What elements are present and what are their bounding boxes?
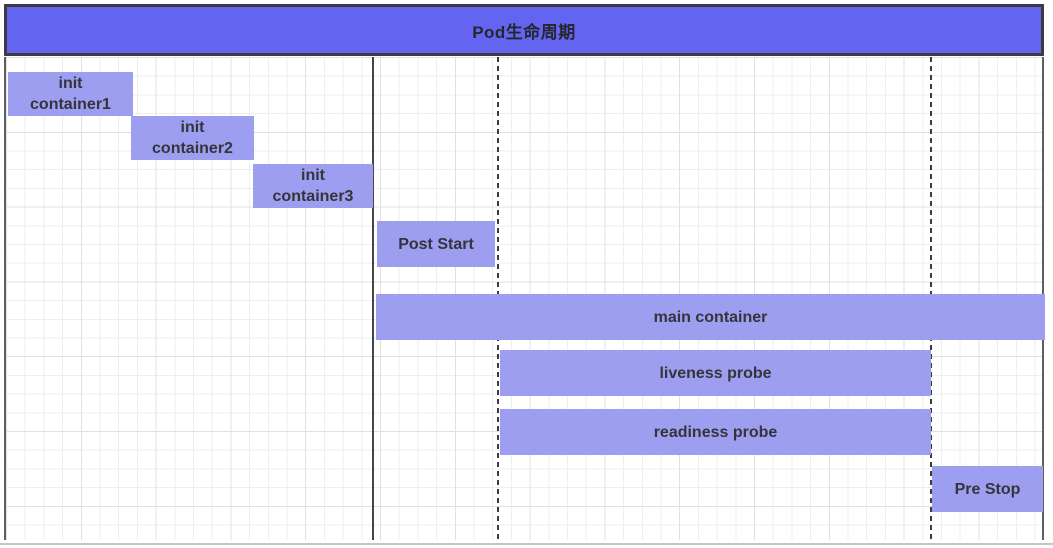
bar-label: readiness probe [653, 423, 778, 441]
bar-label: Post Start [398, 235, 474, 253]
bottom-rule [0, 543, 1053, 545]
bar-init-container2: init container2 [131, 116, 254, 160]
bar-main-container: main container [376, 294, 1045, 340]
bar-post-start: Post Start [377, 221, 495, 267]
bar-liveness-probe: liveness probe [500, 350, 931, 396]
bar-label: init [58, 75, 83, 92]
bar-label: container3 [272, 188, 354, 205]
bar-init-container3: init container3 [253, 164, 373, 208]
bar-label: container2 [152, 140, 233, 157]
bar-label: init [180, 119, 205, 136]
bar-label: liveness probe [659, 364, 772, 382]
bar-label: Pre Stop [954, 480, 1021, 498]
main-container-start-line [372, 57, 374, 540]
bar-label: container1 [30, 96, 111, 113]
title-bar: Pod生命周期 [4, 4, 1044, 56]
bar-readiness-probe: readiness probe [500, 409, 931, 455]
bar-init-container1: init container1 [8, 72, 133, 116]
bar-label: init [301, 167, 325, 184]
diagram-title: Pod生命周期 [472, 22, 576, 42]
bar-pre-stop: Pre Stop [932, 466, 1043, 512]
bar-label: main container [653, 308, 768, 326]
